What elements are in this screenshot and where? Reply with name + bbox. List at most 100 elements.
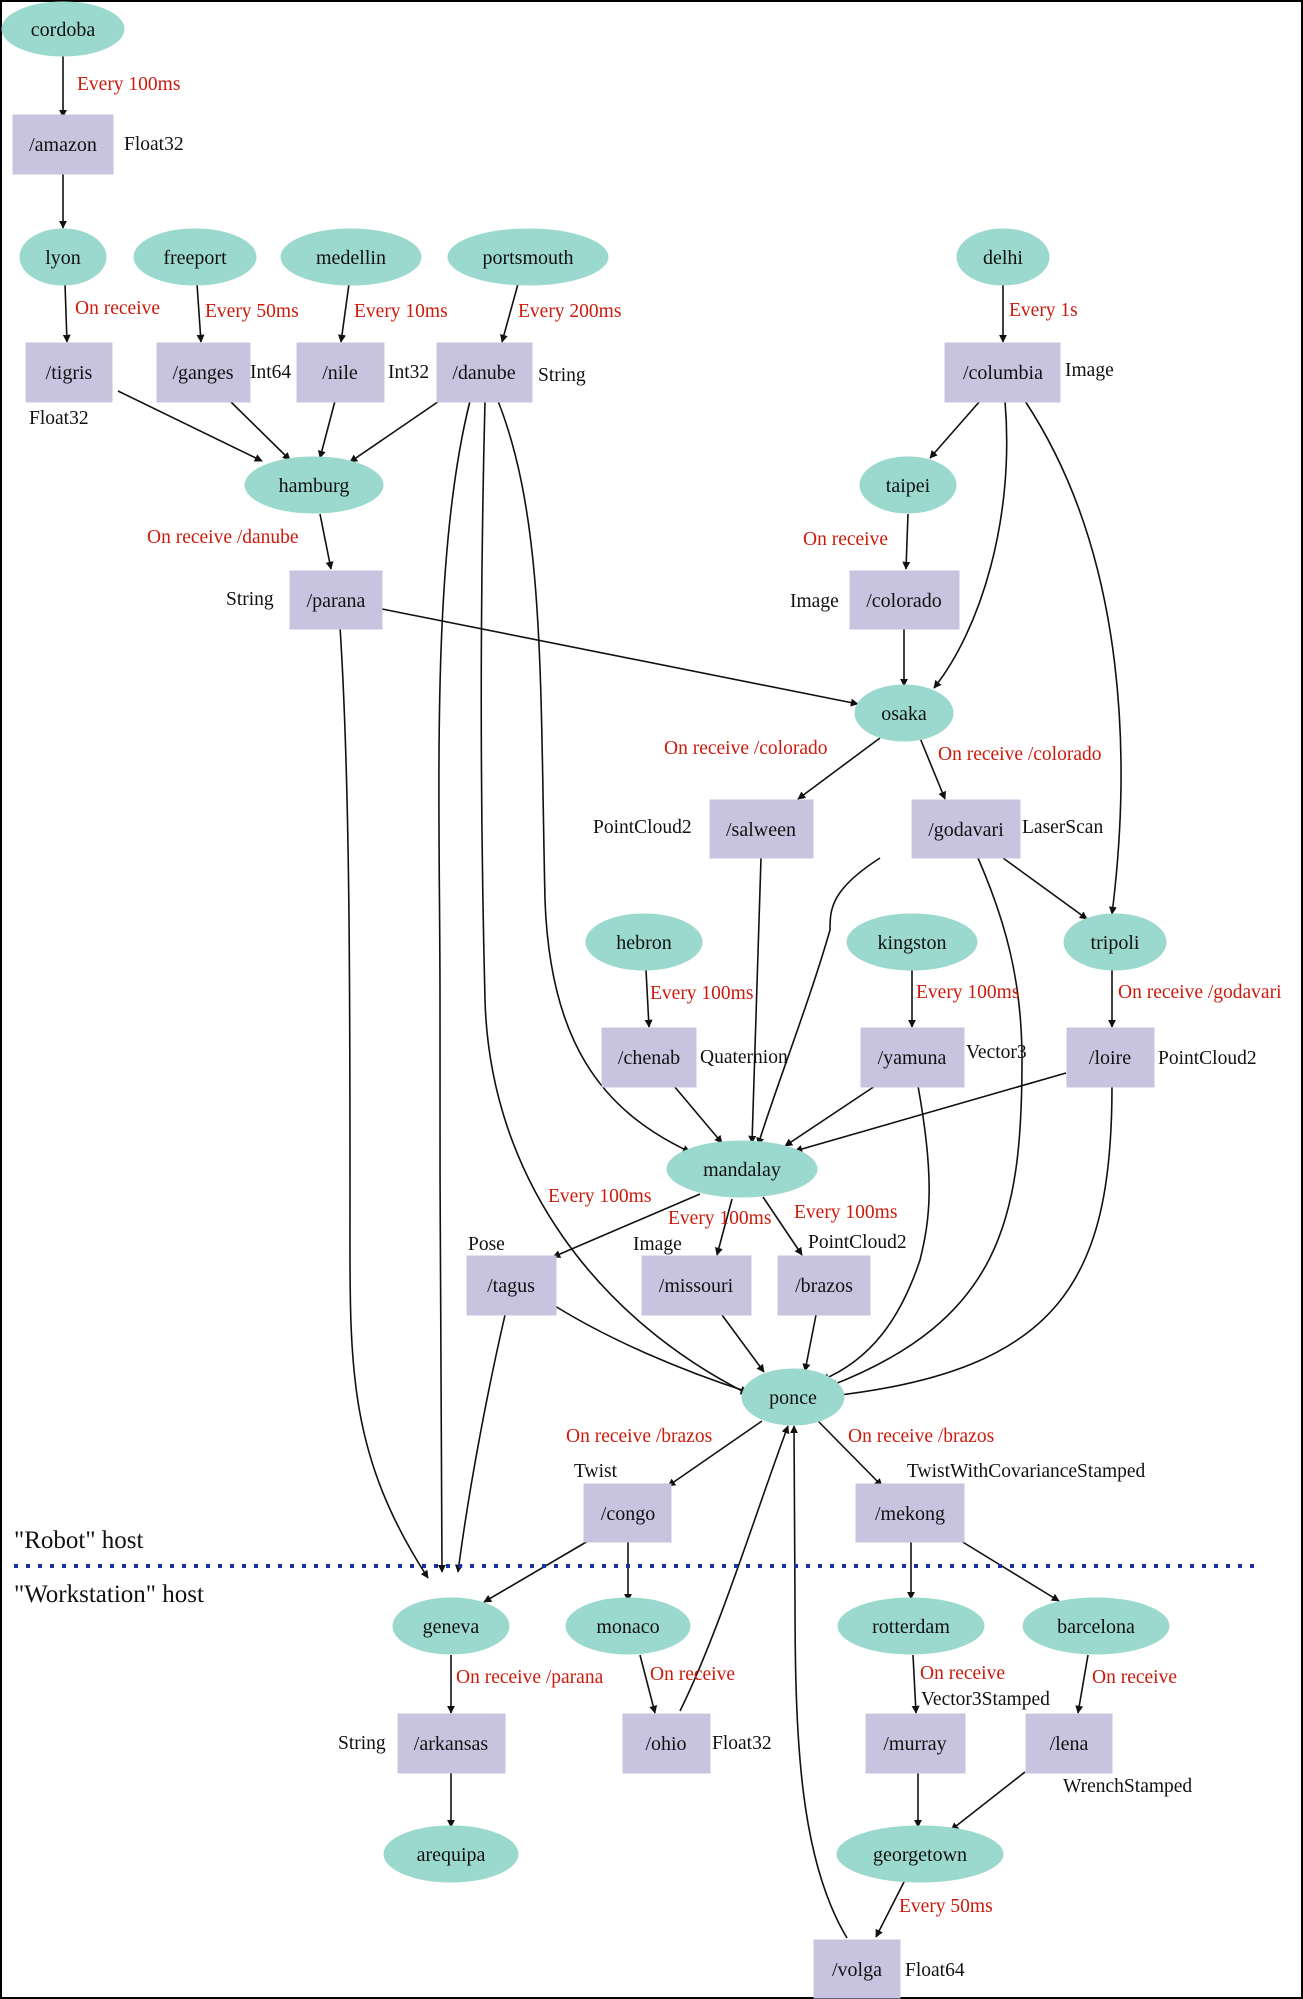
trigger-ponce-congo: On receive /brazos [566,1426,712,1447]
trigger-freeport: Every 50ms [205,301,299,322]
node-mandalay[interactable]: mandalay [666,1140,818,1198]
topic-yamuna[interactable]: /yamuna [860,1027,965,1088]
topic-missouri[interactable]: /missouri [641,1255,752,1316]
trigger-hebron: Every 100ms [650,983,753,1004]
node-arequipa[interactable]: arequipa [383,1825,519,1883]
node-osaka[interactable]: osaka [854,684,954,742]
node-ponce[interactable]: ponce [741,1368,845,1426]
svg-text:cordoba: cordoba [31,19,96,41]
edge-godavari-tripoli [1002,857,1088,920]
topic-danube[interactable]: /danube [436,342,533,403]
trigger-osaka-salween: On receive /colorado [664,738,828,759]
topic-brazos[interactable]: /brazos [777,1255,871,1316]
node-freeport[interactable]: freeport [133,228,257,286]
svg-text:/arkansas: /arkansas [414,1733,489,1755]
topic-ganges[interactable]: /ganges [156,342,251,403]
type-danube: String [538,365,586,386]
svg-text:/lena: /lena [1050,1733,1089,1755]
edge-mandalay-brazos [762,1196,803,1256]
edge-portsmouth-danube [500,283,519,343]
svg-text:tripoli: tripoli [1091,932,1140,954]
node-tripoli[interactable]: tripoli [1063,913,1167,971]
edge-ganges-hamburg [229,400,291,461]
edge-yamuna-ponce [821,1085,930,1381]
node-kingston[interactable]: kingston [846,913,978,971]
edge-yamuna-mandalay [784,1085,876,1147]
topic-chenab[interactable]: /chenab [601,1027,697,1088]
topic-nile[interactable]: /nile [296,342,385,403]
node-portsmouth[interactable]: portsmouth [447,228,609,286]
topic-congo[interactable]: /congo [583,1483,672,1543]
svg-text:arequipa: arequipa [417,1844,486,1866]
svg-text:/colorado: /colorado [866,590,942,612]
message-type-labels: Float32 Float32 Int64 Int32 String Image… [29,134,1257,1981]
edge-barcelona-lena [1075,1654,1089,1714]
node-medellin[interactable]: medellin [280,228,422,286]
type-murray: Vector3Stamped [921,1689,1050,1710]
node-hamburg[interactable]: hamburg [244,456,384,514]
edge-freeport-ganges [196,283,205,343]
topic-lena[interactable]: /lena [1025,1713,1113,1774]
node-geneva[interactable]: geneva [392,1597,510,1655]
node-delhi[interactable]: delhi [956,228,1050,286]
svg-text:lyon: lyon [45,247,81,269]
node-taipei[interactable]: taipei [859,456,957,514]
svg-text:medellin: medellin [316,247,386,269]
svg-text:barcelona: barcelona [1057,1616,1135,1638]
type-yamuna: Vector3 [966,1042,1027,1063]
edge-ohio-ponce [679,1425,790,1712]
topic-loire[interactable]: /loire [1066,1027,1155,1088]
topic-ohio[interactable]: /ohio [622,1713,711,1774]
svg-text:/nile: /nile [322,362,358,384]
trigger-mandalay-tagus: Every 100ms [548,1186,651,1207]
type-chenab: Quaternion [700,1047,788,1068]
topic-murray[interactable]: /murray [865,1713,966,1774]
process-nodes: cordoba lyon freeport medellin portsmout… [1,1,1170,1883]
edge-danube-mandalay [497,400,691,1153]
edge-brazos-ponce [802,1314,817,1372]
svg-text:/columbia: /columbia [963,362,1043,384]
trigger-cordoba: Every 100ms [77,74,180,95]
workstation-host-label: "Workstation" host [14,1581,204,1608]
type-missouri: Image [633,1234,682,1255]
type-parana: String [226,589,274,610]
topic-colorado[interactable]: /colorado [849,570,960,630]
node-barcelona[interactable]: barcelona [1022,1597,1170,1655]
topic-arkansas[interactable]: /arkansas [397,1713,506,1774]
node-hebron[interactable]: hebron [585,913,703,971]
type-ganges: Int64 [250,362,291,383]
trigger-delhi: Every 1s [1009,300,1078,321]
node-cordoba[interactable]: cordoba [1,1,125,57]
type-loire: PointCloud2 [1158,1048,1257,1069]
edge-georgetown-volga [875,1879,906,1938]
topic-amazon[interactable]: /amazon [12,114,114,175]
edges [59,55,1122,1939]
trigger-rotterdam: On receive [920,1663,1005,1684]
topic-tigris[interactable]: /tigris [25,342,113,403]
node-lyon[interactable]: lyon [19,228,107,286]
topic-volga[interactable]: /volga [813,1939,901,1999]
node-monaco[interactable]: monaco [565,1597,691,1655]
svg-text:rotterdam: rotterdam [872,1616,950,1638]
topic-godavari[interactable]: /godavari [911,799,1021,859]
trigger-taipei: On receive [803,529,888,550]
node-rotterdam[interactable]: rotterdam [837,1597,985,1655]
node-georgetown[interactable]: georgetown [836,1825,1004,1883]
trigger-tripoli: On receive /godavari [1118,982,1282,1003]
edge-lyon-tigris [62,283,71,343]
trigger-mandalay-missouri: Every 100ms [668,1208,771,1229]
svg-text:/godavari: /godavari [928,819,1004,841]
type-volga: Float64 [905,1960,965,1981]
trigger-lyon: On receive [75,298,160,319]
edge-lena-georgetown [950,1771,1026,1831]
topic-columbia[interactable]: /columbia [944,342,1061,403]
edge-taipei-colorado [902,513,911,570]
topic-mekong[interactable]: /mekong [855,1483,965,1543]
topic-salween[interactable]: /salween [709,799,814,859]
topic-parana[interactable]: /parana [289,570,383,630]
svg-text:monaco: monaco [596,1616,659,1638]
topic-tagus[interactable]: /tagus [466,1255,557,1316]
trigger-labels: Every 100ms On receive Every 50ms Every … [75,74,1282,1917]
svg-text:/volga: /volga [832,1959,882,1981]
